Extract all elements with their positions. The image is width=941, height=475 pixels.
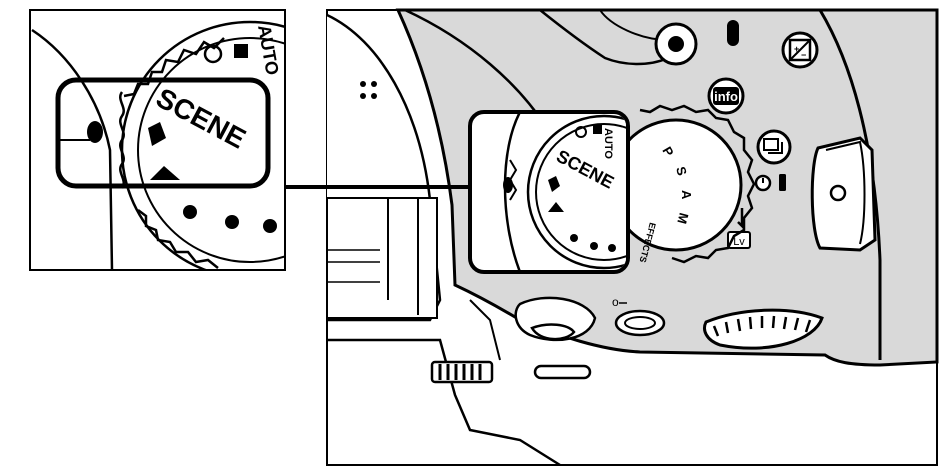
body-dial-sports-icon [590,242,598,250]
live-view-label: Lv [733,236,745,248]
mode-letter-m: M [674,211,691,225]
remote-icon [779,174,786,191]
inset-dial-camera-icon [234,44,248,58]
body-dial-callout: SCENE AUTO [468,110,630,274]
release-mode-button[interactable] [756,129,792,165]
movie-record-button[interactable] [654,22,698,66]
svg-text:+: + [794,44,799,54]
body-dial-auto-label: AUTO [602,128,614,159]
lower-buttons: o [514,295,666,342]
body-dial-landscape-icon [548,202,564,212]
body-dial-camera-icon [593,124,602,134]
inset-dial-closeup-icon [263,219,277,233]
body-dial-closeup-icon [608,244,616,252]
playback-button[interactable] [530,323,576,341]
camera-body-panel: + − info [326,8,939,467]
inset-index-mark [87,121,103,143]
mode-letter-a: A [679,190,694,200]
info-button-label: info [714,89,738,104]
body-dial-child-icon [570,234,578,242]
inset-dial-child-icon [183,205,197,219]
control-wheel-grip [430,360,494,384]
inset-dial-sports-icon [225,215,239,229]
command-dial[interactable] [703,308,824,350]
self-timer-icon [754,174,772,192]
body-mode-dial[interactable]: P S A M EFFECTS [609,104,756,264]
mode-letter-s: S [673,165,690,178]
speaker-grille [360,81,377,99]
inset-dial-portrait-icon [148,122,166,146]
body-dial-portrait-icon [548,176,560,192]
svg-text:o: o [612,295,619,309]
inset-zoom-frame [55,77,271,189]
inset-dial-landscape-icon [150,166,180,180]
body-dial-flash-off-icon [575,126,587,138]
exposure-compensation-button[interactable]: + − [781,31,819,69]
svg-text:−: − [801,50,806,60]
info-button[interactable]: info [707,77,745,115]
bottom-slot [533,364,592,380]
shutter-release-indicator [727,20,739,46]
inset-zoom-panel: AUTO SCENE [29,9,286,271]
strap-eyelet [810,136,877,252]
inset-dial-flash-off-icon [203,44,223,64]
